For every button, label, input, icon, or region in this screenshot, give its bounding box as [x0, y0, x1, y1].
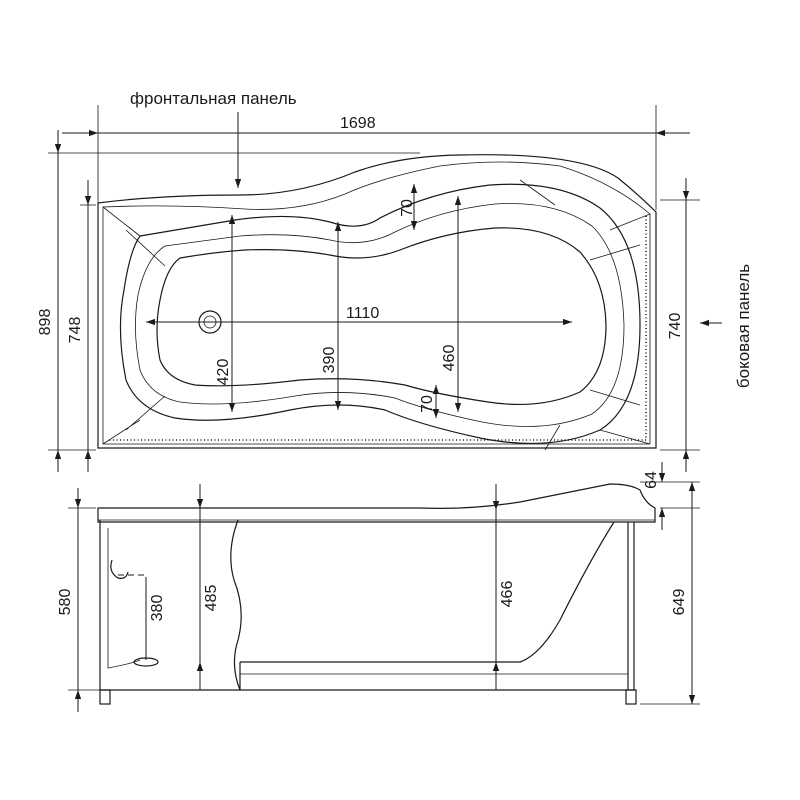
right-leg	[625, 689, 637, 705]
side-panel-label: боковая панель	[734, 264, 753, 388]
dim-rim-width: 748	[67, 317, 84, 344]
dim-total-length: 1698	[340, 115, 376, 132]
dim-depth-right: 466	[499, 581, 516, 608]
front-panel-label: фронтальная панель	[130, 89, 297, 108]
extension-lines-top	[48, 105, 700, 451]
dim-width-at-drain: 420	[215, 359, 232, 386]
rim-inner-outline	[102, 161, 651, 445]
drain-dashed	[118, 574, 147, 658]
dim-overall-height: 649	[671, 589, 688, 616]
dim-drain-height: 380	[149, 595, 166, 622]
side-view: 64 649 580 380 485 466	[57, 462, 700, 712]
dim-step-top: 70	[399, 199, 416, 217]
side-rim	[97, 483, 656, 523]
basin-mid-contour	[135, 203, 625, 427]
dim-right-end-width: 740	[667, 313, 684, 340]
left-leg	[99, 689, 111, 705]
basin-outer-contour	[119, 183, 641, 445]
side-basin-wall	[240, 521, 615, 663]
bevel-lines	[102, 179, 651, 451]
overflow-fitting	[110, 559, 129, 579]
dim-depth-left: 485	[203, 585, 220, 612]
side-front-panel-inner	[107, 528, 141, 669]
side-front-panel	[99, 519, 242, 691]
extension-lines-side	[68, 481, 700, 705]
dim-headrest-height: 64	[643, 471, 660, 489]
dim-width-at-back: 460	[441, 345, 458, 372]
side-frame	[239, 522, 635, 691]
dim-inner-length: 1110	[346, 305, 379, 322]
dim-total-width: 898	[37, 309, 54, 336]
rim-seam-dotted	[108, 216, 647, 441]
basin-floor-contour	[156, 227, 607, 406]
rim-outline	[97, 154, 657, 449]
dim-width-at-middle: 390	[321, 347, 338, 374]
dim-depth-front: 580	[57, 589, 74, 616]
dim-step-bottom: 70	[419, 395, 436, 413]
top-view: фронтальная панель 1698 1110 898 748 740…	[37, 89, 753, 472]
